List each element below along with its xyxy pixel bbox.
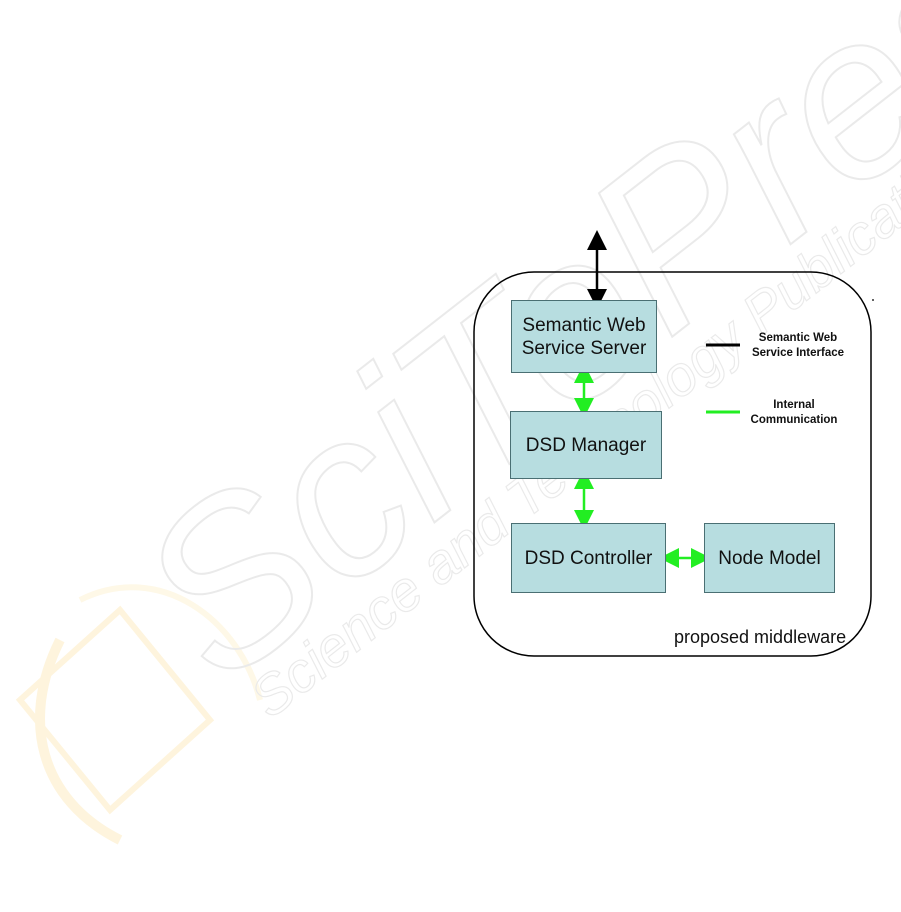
- semantic-web-service-server-block: Semantic Web Service Server: [511, 300, 657, 373]
- dsd-manager-block: DSD Manager: [510, 411, 662, 479]
- node-model-block: Node Model: [704, 523, 835, 593]
- watermark-big-text: SciTePress: [92, 0, 901, 729]
- dsd-controller-label: DSD Controller: [525, 547, 653, 570]
- edge-dot: [872, 299, 874, 301]
- node-model-label: Node Model: [718, 547, 820, 570]
- legend-internal-label: Internal Communication: [744, 398, 844, 428]
- dsd-controller-block: DSD Controller: [511, 523, 666, 593]
- legend-sws-interface-label: Semantic Web Service Interface: [744, 331, 852, 361]
- semantic-web-service-server-label: Semantic Web Service Server: [522, 314, 647, 360]
- dsd-manager-label: DSD Manager: [526, 434, 646, 457]
- middleware-label: proposed middleware: [674, 627, 846, 648]
